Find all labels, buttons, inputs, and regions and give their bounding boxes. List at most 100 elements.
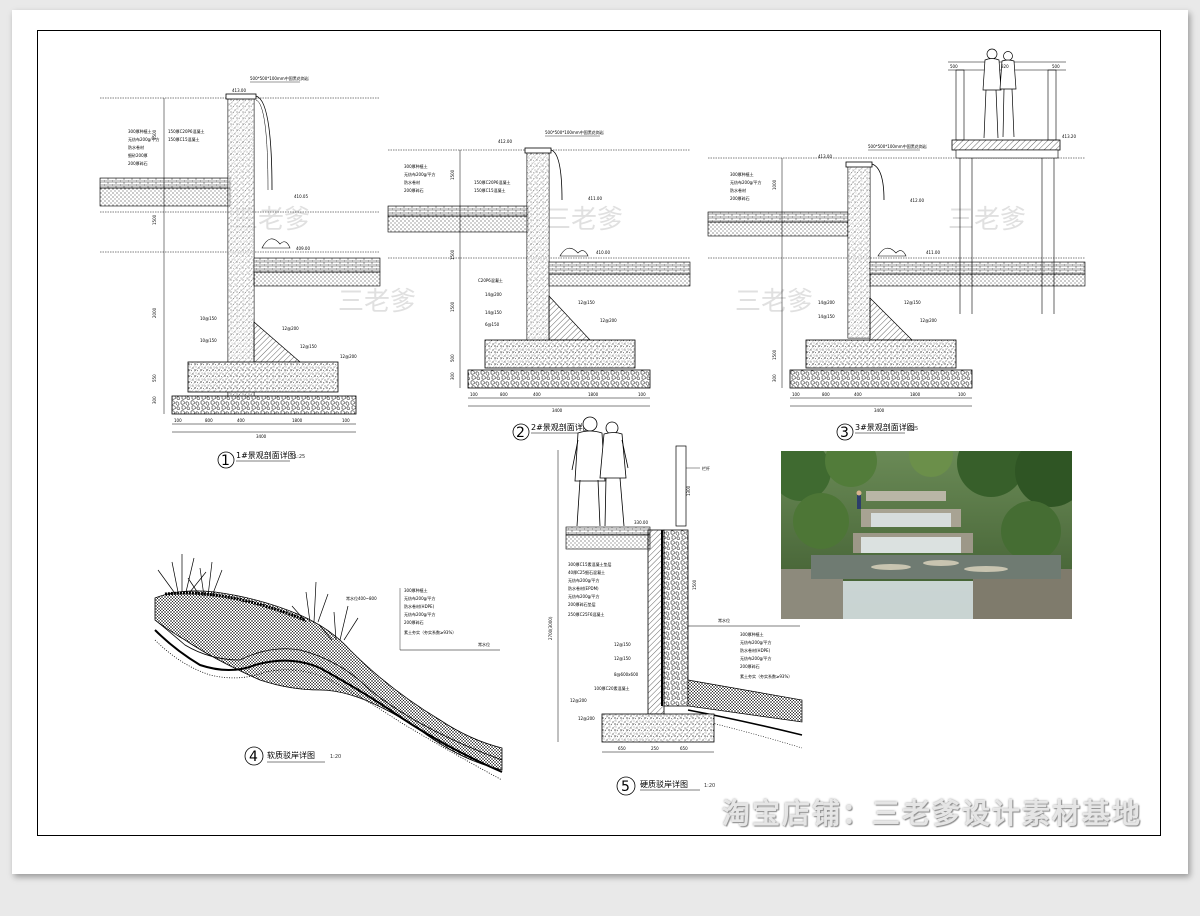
layer-label: 150厚C15混凝土 [168,136,200,142]
detail-number: 2 [516,425,525,441]
detail-2-section: 1500 1500 1500 500 300 100 800 400 1800 … [387,129,691,441]
plant-icon [157,554,359,641]
rebar-label: 6@150 [485,322,500,327]
dimension-label: 400 [533,392,541,397]
elevation-label: 412.00 [498,139,512,144]
dimension-label: 1500 [152,214,157,225]
layer-label: 200厚碎石 [740,663,760,669]
elevation-label: 412.00 [910,198,924,203]
layer-label: 防水卷材(HDPE) [404,603,435,609]
dimension-label: 1500 [450,301,455,312]
rebar-label: 12@200 [570,698,587,703]
layer-label: 300厚种植土 [730,171,754,177]
dimension-label: 800 [205,418,213,423]
detail-title: 1#景观剖面详图 [236,450,296,460]
dimension-label: 2000 [152,307,157,318]
rebar-label: 12@150 [300,344,317,349]
dimension-label: 3400 [874,408,885,413]
detail-title: 3#景观剖面详图 [855,422,915,432]
layer-label: 300厚种植土 [128,128,152,134]
rebar-label: 14@150 [818,314,835,319]
rebar-label: 12@200 [282,326,299,331]
dimension-label: 250 [651,746,659,751]
detail-number-circle [217,451,235,469]
layer-label: 无纺布200g/平方 [128,136,160,142]
dimension-label: 100 [174,418,182,423]
dimension-label: 100 [638,392,646,397]
drawing-frame [37,30,1161,836]
people-figure-icon [571,416,629,527]
layer-label: 无纺布200g/平方 [740,655,772,661]
dimension-label: 1800 [588,392,599,397]
detail-number: 3 [840,425,849,441]
elevation-label: 413.00 [232,88,246,93]
dimension-label: 400 [237,418,245,423]
layer-label: 无纺布200g/平方 [568,593,600,599]
layer-label: 无纺布200g/平方 [568,577,600,583]
detail-number-circle [836,423,854,441]
layer-label: 200厚碎石 [404,619,424,625]
layer-label: 无纺布200g/平方 [740,639,772,645]
dimension-label: 2700(3000) [548,616,553,640]
watermark-text: 三老爹 [948,205,1026,235]
detail-title: 硬质驳岸详图 [640,779,688,789]
dimension-label: 800 [822,392,830,397]
layer-label: 无纺布200g/平方 [404,595,436,601]
elevation-label: 330.00 [634,520,648,525]
detail-4-soft-bank: 常水位 常水位400~800 300厚种植土 无纺布200g/平方 防水卷材(H… [154,554,503,781]
dimension-label: 1500 [692,579,697,590]
layer-label: 300厚种植土 [404,163,428,169]
dimension-label: 100 [470,392,478,397]
elevation-label: 410.05 [294,194,308,199]
rebar-label: 8@600x600 [614,672,639,677]
layer-label: 素土夯实（夯实系数≥93%） [740,673,792,679]
layer-label: 无纺布200g/平方 [404,171,436,177]
note-text: 栏杆 [702,465,710,471]
layer-label: 250厚C25F6混凝土 [568,611,604,617]
layer-label: 防水卷材(EPDM) [568,585,599,591]
detail-title: 软质驳岸详图 [267,750,315,760]
dimension-label: 1000 [772,179,777,190]
detail-number-circle [616,776,636,796]
detail-scale: 1:20 [704,783,715,789]
dimension-label: 650 [680,746,688,751]
dimension-label: 1500 [152,129,157,140]
dimension-label: 800 [500,392,508,397]
rebar-label: 12@150 [614,656,631,661]
dimension-label: 1500 [772,349,777,360]
note-text: 常水位400~800 [346,595,377,601]
rebar-label: 12@150 [614,642,631,647]
rebar-label: 12@200 [340,354,357,359]
layer-label: 300厚种植土 [404,587,428,593]
detail-5-hard-bank: 栏杆 330.00 常水位 1300 2700(3000) 1500 300厚C… [548,416,803,796]
rebar-label: 10@150 [200,316,217,321]
dimension-label: 100 [342,418,350,423]
dimension-label: 1800 [292,418,303,423]
rebar-label: 14@200 [818,300,835,305]
detail-scale: 1:25 [907,426,918,432]
dimension-label: 1500 [450,249,455,260]
dimension-label: 500 [950,64,958,69]
dimension-label: 3400 [552,408,563,413]
layer-label: 素土夯实（夯实系数≥93%） [404,629,456,635]
waterfall-cascade-photo [781,451,1072,619]
note-text: 500*500*100mm中国黑花岗岩 [868,143,927,149]
layer-label: 300厚C15素混凝土垫层 [568,561,612,567]
dimension-label: 320 [1001,64,1009,69]
dimension-label: 500 [450,354,455,362]
rebar-label: 12@200 [920,318,937,323]
detail-scale: 1:20 [330,754,341,760]
people-figure-icon [982,48,1017,139]
rebar-label: 10@150 [200,338,217,343]
layer-label: 细砂200厚 [128,152,148,158]
dimension-label: 100 [958,392,966,397]
rebar-label: 12@200 [578,716,595,721]
detail-number: 4 [249,749,258,765]
layer-label: 40厚C25细石混凝土 [568,569,605,575]
watermark-text: 三老爹 [545,205,623,235]
detail-number-circle [244,746,264,766]
rebar-label: 14@200 [485,292,502,297]
layer-label: 防水卷材 [730,187,746,193]
elevation-label: 413.00 [818,154,832,159]
